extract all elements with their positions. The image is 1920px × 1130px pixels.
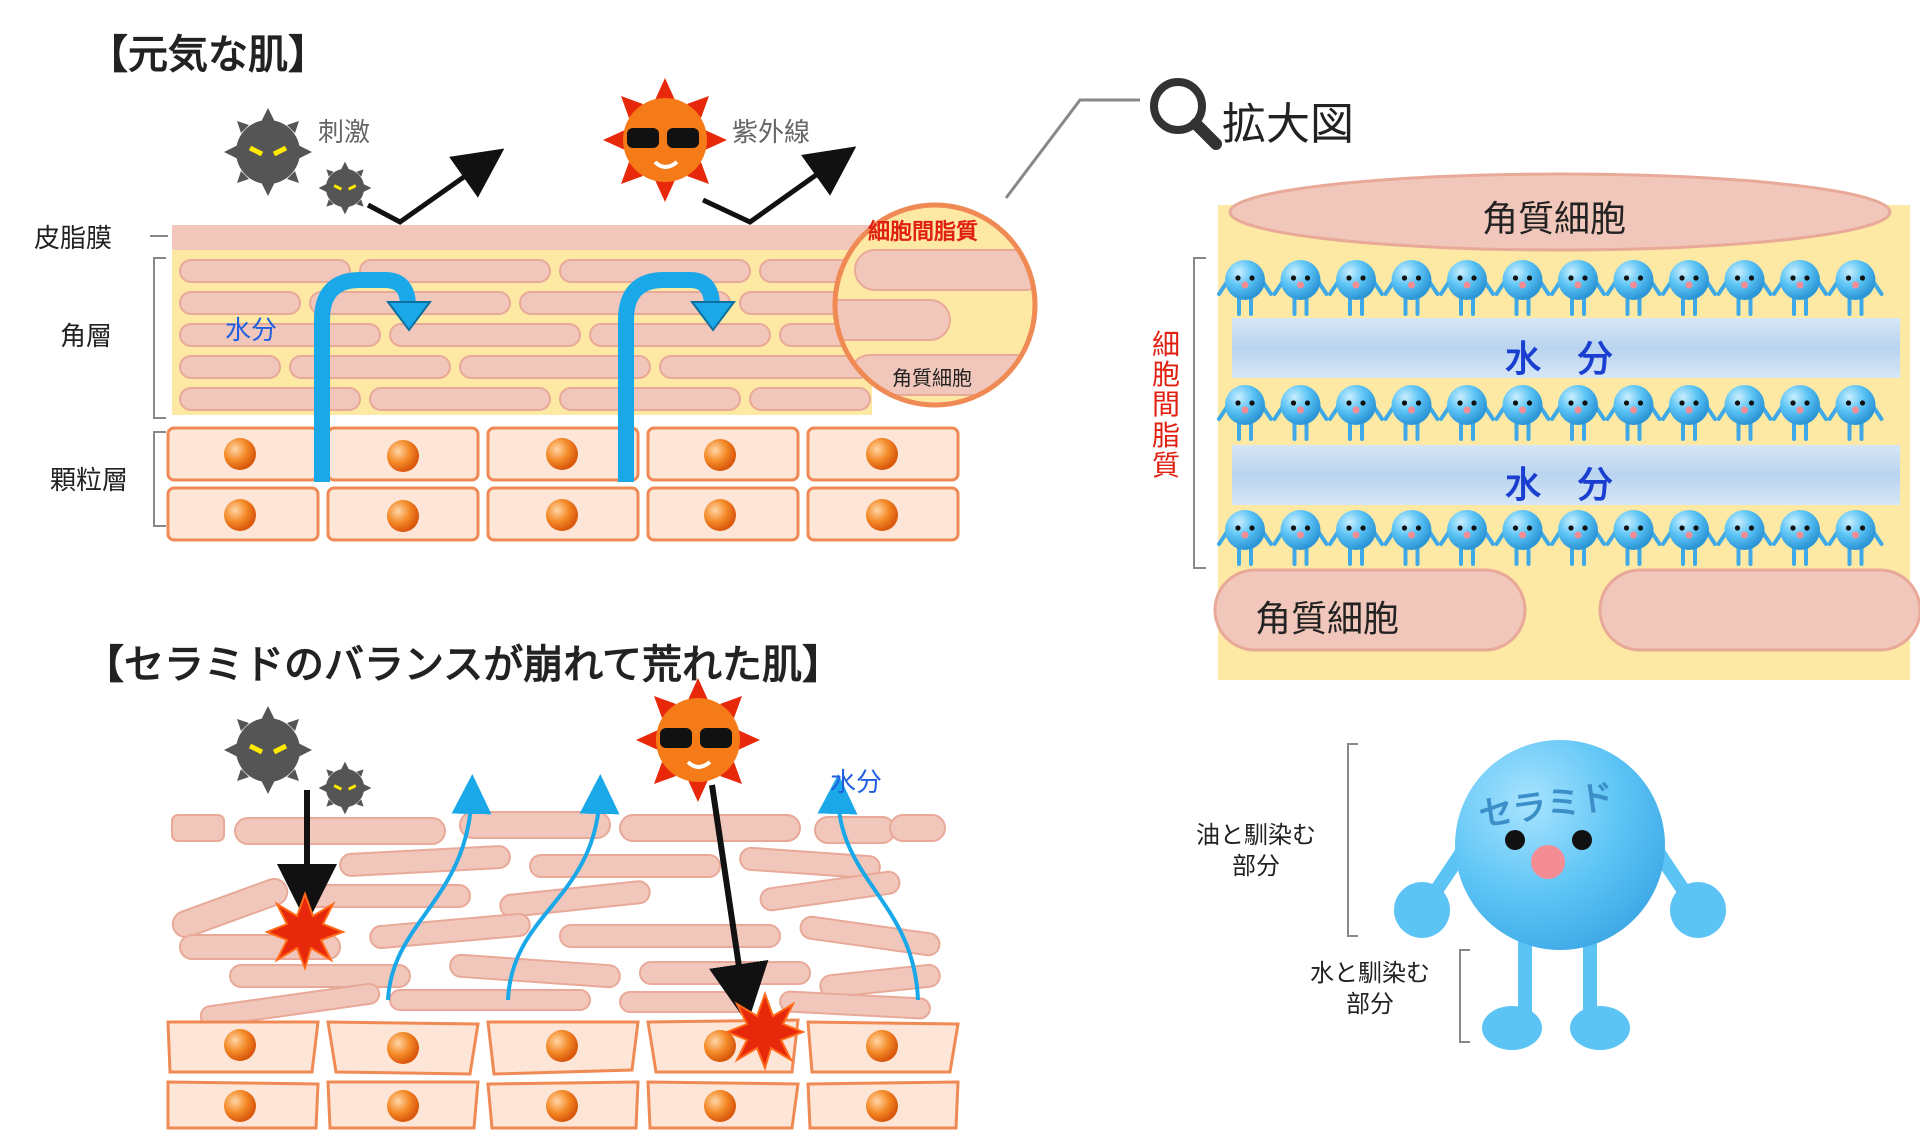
retained-water-arrows	[314, 272, 720, 482]
healthy-skin-diagram	[150, 98, 1140, 542]
bounce-arrows	[366, 146, 857, 225]
ceramide-molecule-icon	[1661, 260, 1717, 316]
ceramide-molecule-icon	[1550, 510, 1606, 566]
ceramide-molecule-icon	[1494, 260, 1551, 316]
water-band-1-label: 水 分	[1505, 339, 1614, 380]
ceramide-molecule-icon	[1383, 385, 1440, 441]
ceramide-molecule-icon	[1217, 510, 1273, 566]
stratum-corneum-label: 角層	[60, 322, 113, 352]
ceramide-molecule-icon	[1550, 385, 1606, 441]
sun-icon	[636, 678, 760, 802]
ceramide-molecule-icon	[1439, 385, 1495, 441]
water-band-2-label: 水 分	[1505, 465, 1614, 506]
water-band-1	[1232, 318, 1900, 378]
ceramide-molecule-icon	[1272, 385, 1329, 441]
cell-nuclei	[224, 438, 898, 532]
uv-label: 紫外線	[732, 118, 811, 148]
ceramide-molecule-icon	[1716, 385, 1773, 441]
magnified-bottom-cell-right	[1598, 568, 1920, 652]
water-affinity-label: 水と馴染む 部分	[1310, 959, 1430, 1019]
ceramide-molecule-icon	[1328, 510, 1384, 566]
magnified-view	[1150, 78, 1920, 680]
ceramide-molecule-icon	[1383, 510, 1440, 566]
ceramide-molecule-icon	[1772, 510, 1828, 566]
sun-icon	[603, 78, 727, 202]
ceramide-molecule-icon	[1217, 385, 1273, 441]
oil-affinity-label: 油と馴染む 部分	[1196, 821, 1316, 881]
ceramide-molecule-icon	[1661, 385, 1717, 441]
ceramide-molecule-icon	[1716, 260, 1773, 316]
ceramide-molecule-icon	[1605, 385, 1662, 441]
ceramide-molecule-icon	[1550, 260, 1606, 316]
ceramide-molecule-icon	[1772, 260, 1828, 316]
ceramide-molecule-rows	[1217, 260, 1884, 566]
granular-layer-label: 顆粒層	[50, 466, 129, 496]
damaged-skin-title: 【セラミドのバランスが崩れて荒れた肌】	[84, 642, 842, 688]
ceramide-brackets	[1347, 743, 1470, 1043]
ceramide-molecule-icon	[1328, 385, 1384, 441]
magnify-connector	[1004, 98, 1140, 199]
ceramide-molecule-icon	[1494, 385, 1551, 441]
magnified-bottom-cell-label: 角質細胞	[1255, 599, 1400, 640]
damaged-cell-nuclei	[224, 1029, 898, 1122]
germ-icon	[224, 108, 372, 215]
stimulus-label: 刺激	[318, 118, 371, 148]
ceramide-molecule-icon	[1328, 260, 1384, 316]
magnified-top-cell	[1228, 172, 1892, 252]
ceramide-molecule-icon	[1827, 510, 1884, 566]
water-label-bottom: 水分	[830, 768, 883, 798]
magnified-lipid-side-label: 細胞間脂質	[1152, 328, 1181, 482]
ceramide-molecule-icon	[1494, 510, 1551, 566]
disordered-corneocytes	[171, 811, 946, 1028]
zoom-lipid-label: 細胞間脂質	[868, 220, 979, 245]
sebum-film	[172, 225, 872, 250]
escaping-water-arrows	[386, 774, 920, 1001]
ceramide-molecule-icon	[1772, 385, 1828, 441]
magnified-bottom-cell-left	[1213, 568, 1527, 652]
ceramide-molecule-icon	[1272, 510, 1329, 566]
ceramide-molecule-icon	[1605, 260, 1662, 316]
damaged-skin-diagram	[166, 774, 960, 1130]
germ-icon	[224, 706, 372, 815]
water-arrow-heads	[386, 301, 736, 332]
zoom-cell-label: 角質細胞	[892, 366, 972, 390]
ceramide-molecule-icon	[1217, 260, 1273, 316]
water-label-top: 水分	[225, 316, 278, 346]
ceramide-molecule-icon	[1716, 510, 1773, 566]
ceramide-molecule-icon	[1827, 260, 1884, 316]
penetration-arrows	[277, 784, 769, 1024]
water-band-2	[1232, 445, 1900, 505]
ceramide-molecule-icon	[1827, 385, 1884, 441]
ceramide-molecule-icon	[1439, 510, 1495, 566]
lipid-bracket	[1193, 257, 1206, 569]
magnified-title: 拡大図	[1222, 99, 1354, 150]
ceramide-molecule-icon	[1661, 510, 1717, 566]
magnifier-icon	[1150, 78, 1222, 150]
layer-brackets	[150, 235, 168, 527]
healthy-skin-title: 【元気な肌】	[88, 32, 328, 78]
ceramide-molecule-icon	[1439, 260, 1495, 316]
magnified-top-cell-label: 角質細胞	[1482, 199, 1627, 240]
ceramide-character	[1394, 740, 1726, 1050]
damage-burst-icon	[264, 891, 806, 1072]
ceramide-molecule-icon	[1605, 510, 1662, 566]
sebum-label: 皮脂膜	[34, 224, 113, 254]
ceramide-molecule-icon	[1272, 260, 1329, 316]
ceramide-molecule-icon	[1383, 260, 1440, 316]
